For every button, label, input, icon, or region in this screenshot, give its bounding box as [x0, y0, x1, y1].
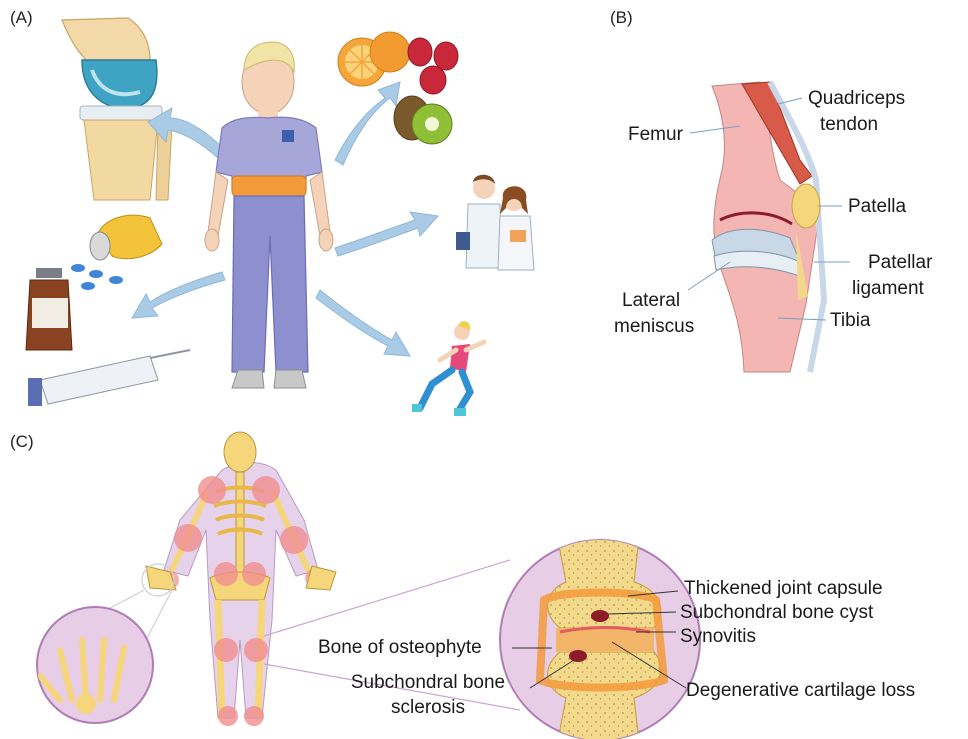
label-joint-capsule: Thickened joint capsule — [684, 578, 883, 600]
label-cartilage-loss: Degenerative cartilage loss — [686, 680, 915, 702]
runner-illustration — [412, 321, 484, 416]
medicine-illustration — [26, 215, 190, 406]
label-sclerosis-line2: sclerosis — [328, 697, 528, 719]
label-sclerosis-line1: Subchondral bone — [328, 672, 528, 694]
label-quadriceps-line1: Quadriceps — [808, 88, 905, 110]
label-synovitis: Synovitis — [680, 626, 756, 648]
label-lateral-line2: meniscus — [614, 316, 694, 338]
oa-joint-zoom-circle — [500, 530, 700, 739]
label-patella: Patella — [848, 196, 906, 218]
hand-zoom-circle — [37, 607, 153, 723]
panel-b-label: (B) — [610, 8, 633, 28]
label-osteophyte: Bone of osteophyte — [318, 637, 482, 659]
label-patellar-line2: ligament — [852, 278, 924, 300]
label-bone-cyst: Subchondral bone cyst — [680, 602, 873, 624]
knee-implant-icon — [62, 18, 172, 200]
label-patellar-line1: Patellar — [868, 252, 932, 274]
panel-a-label: (A) — [10, 8, 33, 28]
panel-c-label: (C) — [10, 432, 34, 452]
knee-joint-diagram — [712, 82, 824, 372]
label-femur: Femur — [628, 124, 683, 146]
label-tibia: Tibia — [830, 310, 870, 332]
label-quadriceps-line2: tendon — [820, 114, 878, 136]
label-lateral-line1: Lateral — [622, 290, 680, 312]
doctors-illustration — [456, 175, 534, 270]
person-illustration — [205, 42, 333, 388]
